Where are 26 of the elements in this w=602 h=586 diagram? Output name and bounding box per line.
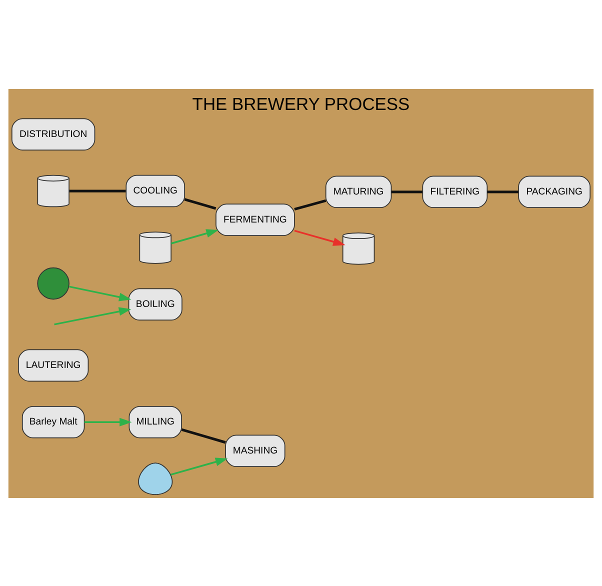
diagram-title: THE BREWERY PROCESS bbox=[192, 93, 410, 114]
node-box: COOLING bbox=[126, 174, 186, 207]
node-box: DISTRIBUTION bbox=[11, 118, 96, 150]
node-box: FILTERING bbox=[422, 175, 488, 208]
node-box: MILLING bbox=[128, 406, 182, 438]
connector bbox=[391, 190, 422, 193]
node-box: LAUTERING bbox=[18, 348, 89, 382]
node-box: FERMENTING bbox=[216, 203, 295, 236]
connector bbox=[487, 190, 518, 193]
arrow bbox=[68, 285, 132, 301]
arrow bbox=[170, 457, 228, 476]
connector bbox=[294, 198, 326, 210]
arrow bbox=[170, 228, 218, 244]
arrow bbox=[294, 229, 346, 246]
connector bbox=[69, 189, 126, 192]
connector bbox=[184, 198, 216, 210]
arrow bbox=[84, 417, 132, 426]
arrow bbox=[54, 306, 132, 325]
node-leaf bbox=[37, 266, 70, 300]
node-drop bbox=[138, 462, 173, 494]
node-box: MATURING bbox=[325, 175, 392, 208]
node-box: Barley Malt bbox=[22, 406, 85, 438]
node-box: MASHING bbox=[225, 434, 286, 467]
node-box: PACKAGING bbox=[518, 175, 591, 208]
connector bbox=[181, 428, 226, 444]
node-box: BOILING bbox=[128, 288, 182, 320]
